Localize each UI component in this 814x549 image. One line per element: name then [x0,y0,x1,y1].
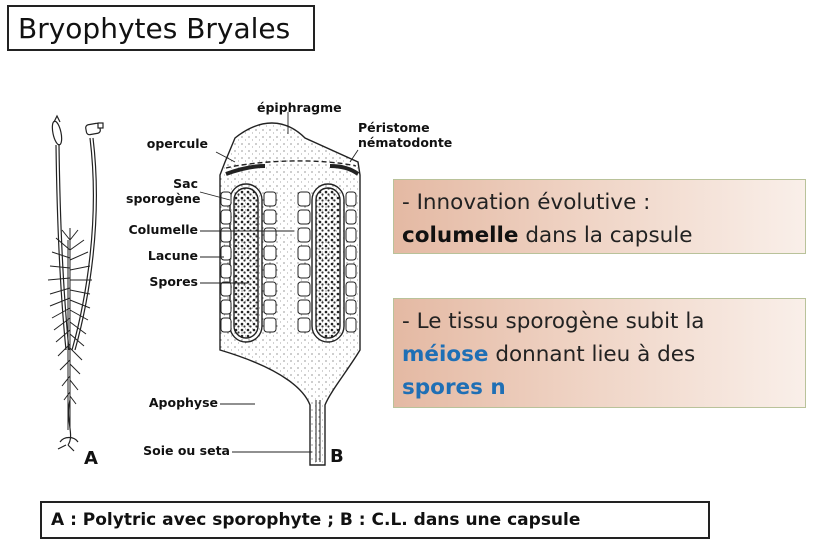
meiosis-box: - Le tissu sporogène subit la méiose don… [393,298,806,408]
moss-figure: épiphragme Péristome nématodonte opercul… [30,100,452,470]
innovation-box: - Innovation évolutive : columelle dans … [393,179,806,254]
keyword-meiose: méiose [402,342,489,367]
innovation-rest: dans la capsule [518,223,693,248]
leader-lines [199,112,359,453]
innovation-line1: - Innovation évolutive : [402,190,651,215]
label-opercule: opercule [146,136,208,151]
innovation-line2: columelle dans la capsule [402,219,797,252]
label-epiphragme: épiphragme [257,100,342,115]
label-lacune: Lacune [147,248,198,263]
label-spores: Spores [149,274,198,289]
keyword-columelle: columelle [402,223,519,248]
polytrichum-plant [47,114,104,452]
figure-caption: A : Polytric avec sporophyte ; B : C.L. … [40,501,710,539]
keyword-spores-n: spores n [402,375,506,400]
label-peristome-line1: Péristome [358,120,430,135]
capsule-section [219,122,361,466]
label-peristome-line2: nématodonte [358,135,453,150]
label-soie: Soie ou seta [143,443,230,458]
label-columelle: Columelle [128,222,199,237]
label-sac-sporogene: Sac sporogène [126,176,201,206]
slide-title: Bryophytes Bryales [7,5,315,51]
meiosis-line3: spores n [402,371,797,404]
label-peristome: Péristome nématodonte [358,120,452,150]
figure-letter-a: A [84,448,98,469]
meiosis-line1: - Le tissu sporogène subit la [402,309,705,334]
label-sac-line2: sporogène [126,191,201,206]
moss-illustration [47,112,361,466]
label-sac-line1: Sac [173,176,198,191]
meiosis-line2: méiose donnant lieu à des [402,338,797,371]
meiosis-mid: donnant lieu à des [488,342,696,367]
figure-letter-b: B [330,446,344,467]
label-apophyse: Apophyse [148,395,218,410]
